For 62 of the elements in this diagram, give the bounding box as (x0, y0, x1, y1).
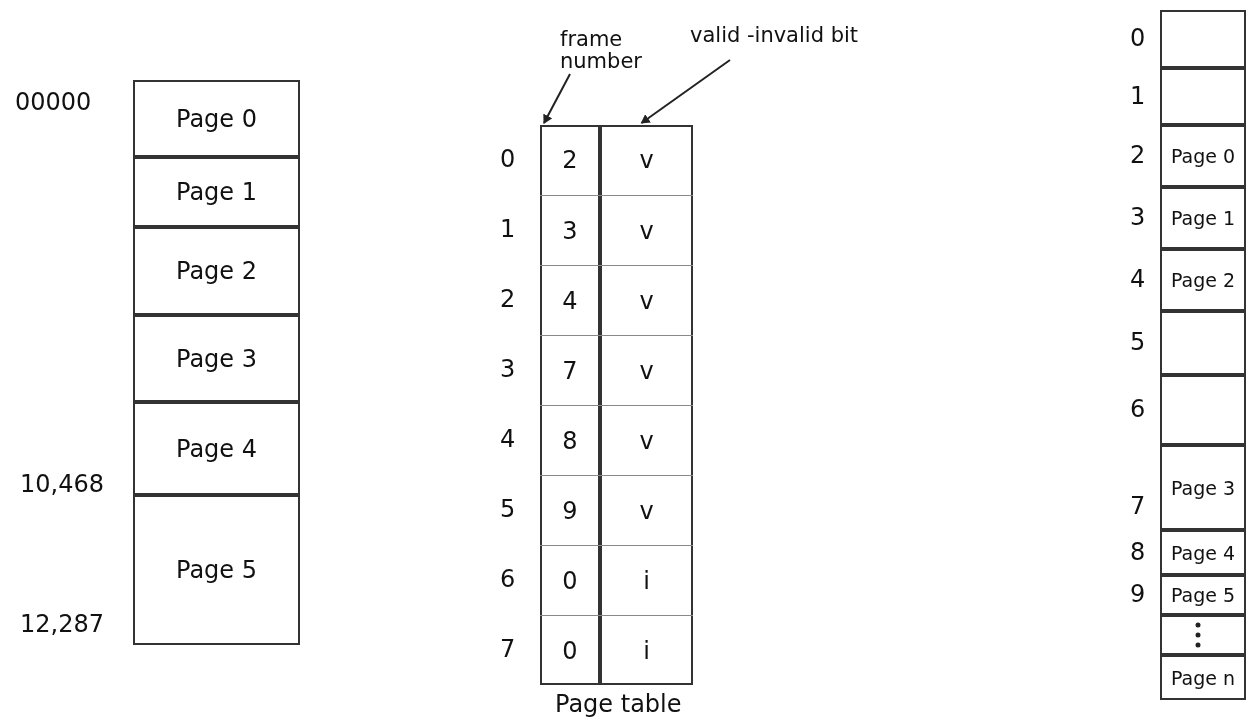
row-index: 7 (500, 635, 516, 663)
frame-index: 6 (1130, 395, 1146, 423)
row-index: 0 (500, 145, 516, 173)
table-cell: v (600, 335, 693, 405)
table-cell: i (600, 545, 693, 615)
frame-index: 4 (1130, 265, 1146, 293)
table-column (600, 125, 693, 685)
memory-page: Page 0 (133, 80, 300, 157)
table-cell: 0 (540, 615, 600, 685)
memory-page: Page n (1160, 655, 1246, 700)
table-cell: 0 (540, 545, 600, 615)
memory-frame (1160, 311, 1246, 375)
address-label: 12,287 (20, 610, 104, 638)
memory-page: Page 5 (1160, 575, 1246, 615)
address-label: 00000 (15, 88, 92, 116)
row-index: 1 (500, 215, 516, 243)
memory-page: Page 4 (1160, 530, 1246, 575)
table-cell-text: 2 (561, 145, 579, 176)
row-index: 5 (500, 495, 516, 523)
frame-index: 7 (1130, 492, 1146, 520)
memory-frame (1160, 375, 1246, 445)
frame-index: 8 (1130, 537, 1146, 566)
table-cell: v (600, 405, 693, 475)
annotation-text: valid -invalid bit (690, 24, 940, 58)
frame-index: 5 (1130, 328, 1146, 356)
table-cell: 4 (540, 265, 600, 335)
table-cell-text: v (638, 145, 655, 176)
frame-index: 3 (1130, 203, 1146, 231)
row-index: 2 (500, 285, 516, 313)
memory-page: Page 2 (133, 227, 300, 315)
frame-index: 0 (1130, 24, 1146, 52)
leader-arrow (543, 73, 571, 124)
memory-page: Page 1 (1160, 187, 1246, 249)
table-cell: v (600, 265, 693, 335)
address-label: 10,468 (20, 470, 104, 498)
memory-page: Page 1 (133, 157, 300, 227)
memory-frame (1160, 10, 1246, 68)
memory-page: Page 0 (1160, 125, 1246, 187)
table-cell: 9 (540, 475, 600, 545)
memory-frame (1160, 68, 1246, 125)
table-cell: 3 (540, 195, 600, 265)
row-index: 6 (500, 565, 516, 593)
memory-page: Page 3 (133, 315, 300, 402)
frame-index: 2 (1130, 141, 1146, 169)
memory-page: Page 2 (1160, 249, 1246, 311)
table-cell: 8 (540, 405, 600, 475)
table-cell: 7 (540, 335, 600, 405)
table-cell: v (600, 195, 693, 265)
memory-frame (1160, 615, 1246, 655)
table-column (540, 125, 600, 685)
memory-page: Page 4 (133, 402, 300, 495)
leader-arrow (640, 59, 731, 124)
table-caption: Page table (555, 690, 682, 718)
row-index: 3 (500, 355, 516, 383)
frame-index: 9 (1130, 580, 1146, 608)
annotation-text: frame number (560, 28, 670, 74)
table-cell: i (600, 615, 693, 685)
table-cell: v (600, 475, 693, 545)
memory-page: Page 5 (133, 495, 300, 645)
memory-page: Page 3 (1160, 445, 1246, 530)
row-index: 4 (500, 425, 516, 453)
frame-index: 1 (1130, 81, 1146, 110)
